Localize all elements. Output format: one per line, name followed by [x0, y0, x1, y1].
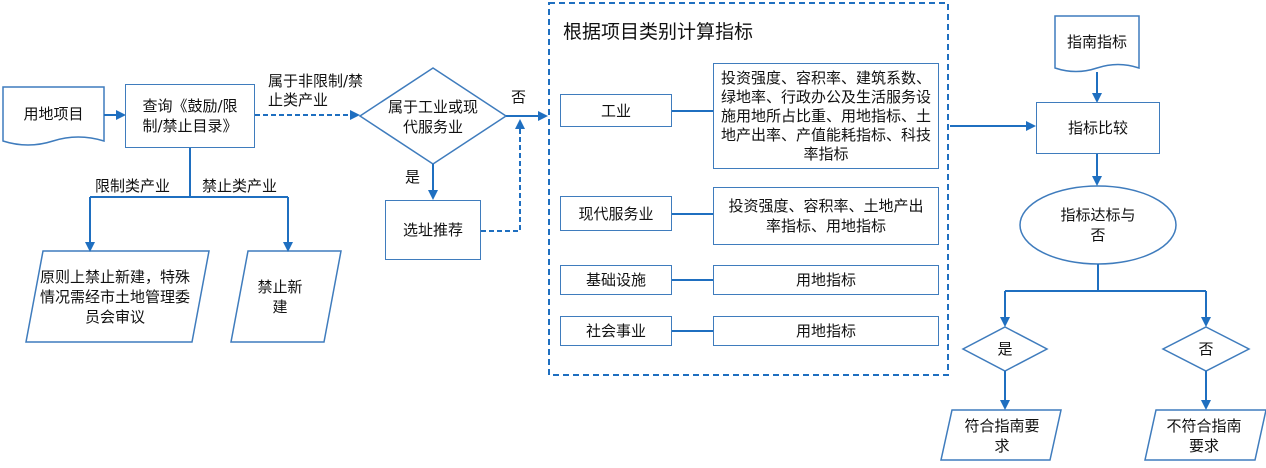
- edge-label-no: 否: [511, 88, 527, 106]
- not-meets-guide-shape: [1144, 409, 1266, 461]
- indicators-social-undertakings: 用地指标: [713, 316, 939, 346]
- indicators-modern-service: 投资强度、容积率、土地产出率指标、用地指标: [713, 187, 939, 245]
- restricted-outcome-node: 原则上禁止新建，特殊情况需经市土地管理委员会审议: [40, 268, 191, 326]
- prohibited-outcome-shape: [230, 250, 342, 343]
- group-frame: [548, 2, 949, 376]
- restricted-outcome-shape: [25, 250, 210, 343]
- category-industry: 工业: [560, 94, 672, 127]
- edge-label-restricted: 限制类产业: [95, 177, 171, 195]
- edge-label-yes: 是: [405, 168, 421, 186]
- query-catalog-node: 查询《鼓励/限制/禁止目录》: [125, 84, 255, 148]
- not-meets-guide-node: 不符合指南要求: [1166, 417, 1242, 455]
- site-recommend-node: 选址推荐: [385, 200, 481, 260]
- land-project-node: 用地项目: [23, 105, 84, 123]
- group-title: 根据项目类别计算指标: [563, 21, 754, 43]
- indicator-compare-node: 指标比较: [1036, 102, 1160, 154]
- category-infrastructure: 基础设施: [560, 265, 672, 295]
- meets-guide-shape: [940, 409, 1062, 461]
- edge-label-non-restricted: 属于非限制/禁止类产业: [268, 72, 364, 109]
- category-social-undertakings: 社会事业: [560, 316, 672, 346]
- indicators-industry: 投资强度、容积率、建筑系数、绿地率、行政办公及生活服务设施用地所占比重、用地指标…: [713, 63, 939, 169]
- decision-industry-node: 属于工业或现代服务业: [387, 98, 478, 136]
- meets-guide-node: 符合指南要求: [964, 417, 1040, 455]
- prohibited-outcome-node: 禁止新建: [257, 278, 303, 316]
- category-modern-service: 现代服务业: [560, 196, 672, 231]
- yes-diamond-node: 是: [997, 340, 1013, 358]
- guide-indicators-shape: [1054, 15, 1140, 73]
- indicator-met-node: 指标达标与否: [1060, 206, 1136, 244]
- edge-label-prohibited: 禁止类产业: [202, 177, 278, 195]
- no-diamond-node: 否: [1198, 340, 1214, 358]
- indicators-infrastructure: 用地指标: [713, 265, 939, 295]
- guide-indicators-node: 指南指标: [1066, 33, 1127, 51]
- land-project-shape: [2, 86, 105, 146]
